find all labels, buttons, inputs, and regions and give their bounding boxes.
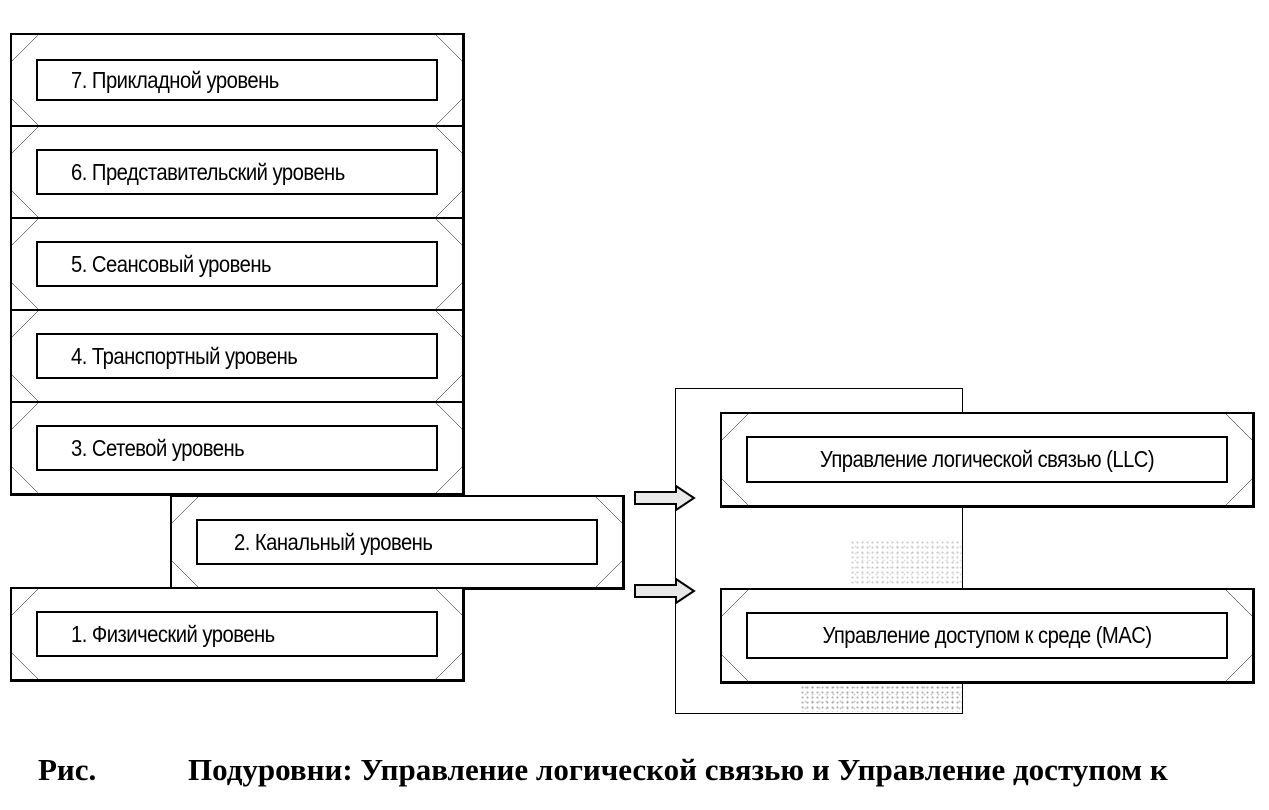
- layer-2-label: 2. Канальный уровень: [234, 528, 433, 555]
- sublayer-shading-mid: [850, 540, 962, 585]
- llc-sublayer-box: Управление логической связью (LLC): [720, 412, 1255, 508]
- layer-2-box: 2. Канальный уровень: [170, 495, 625, 590]
- mac-sublayer-box: Управление доступом к среде (MAC): [720, 588, 1255, 684]
- layer-6-box: 6. Представительский уровень: [10, 125, 465, 220]
- layer-5-label: 5. Сеансовый уровень: [71, 250, 272, 277]
- layer-3-label: 3. Сетевой уровень: [71, 434, 245, 461]
- layer-4-box: 4. Транспортный уровень: [10, 309, 465, 404]
- llc-sublayer-label: Управление логической связью (LLC): [819, 446, 1155, 472]
- layer-6-label: 6. Представительский уровень: [71, 158, 345, 185]
- mac-sublayer-label: Управление доступом к среде (MAC): [822, 622, 1152, 648]
- figure-label: Рис.: [38, 752, 97, 787]
- figure-caption-text: Подуровни: Управление логической связью …: [188, 752, 1168, 787]
- arrow-to-mac-icon: [634, 578, 696, 604]
- sublayer-bracket: [675, 388, 963, 714]
- figure-caption: Рис. Подуровни: Управление логической св…: [38, 752, 1269, 802]
- layer-1-box: 1. Физический уровень: [10, 587, 465, 682]
- layer-3-box: 3. Сетевой уровень: [10, 401, 465, 496]
- layer-7-label: 7. Прикладной уровень: [71, 66, 279, 93]
- layer-4-label: 4. Транспортный уровень: [71, 342, 298, 369]
- layer-7-box: 7. Прикладной уровень: [10, 33, 465, 128]
- layer-5-box: 5. Сеансовый уровень: [10, 217, 465, 312]
- arrow-to-llc-icon: [634, 485, 696, 511]
- layer-1-label: 1. Физический уровень: [71, 620, 275, 647]
